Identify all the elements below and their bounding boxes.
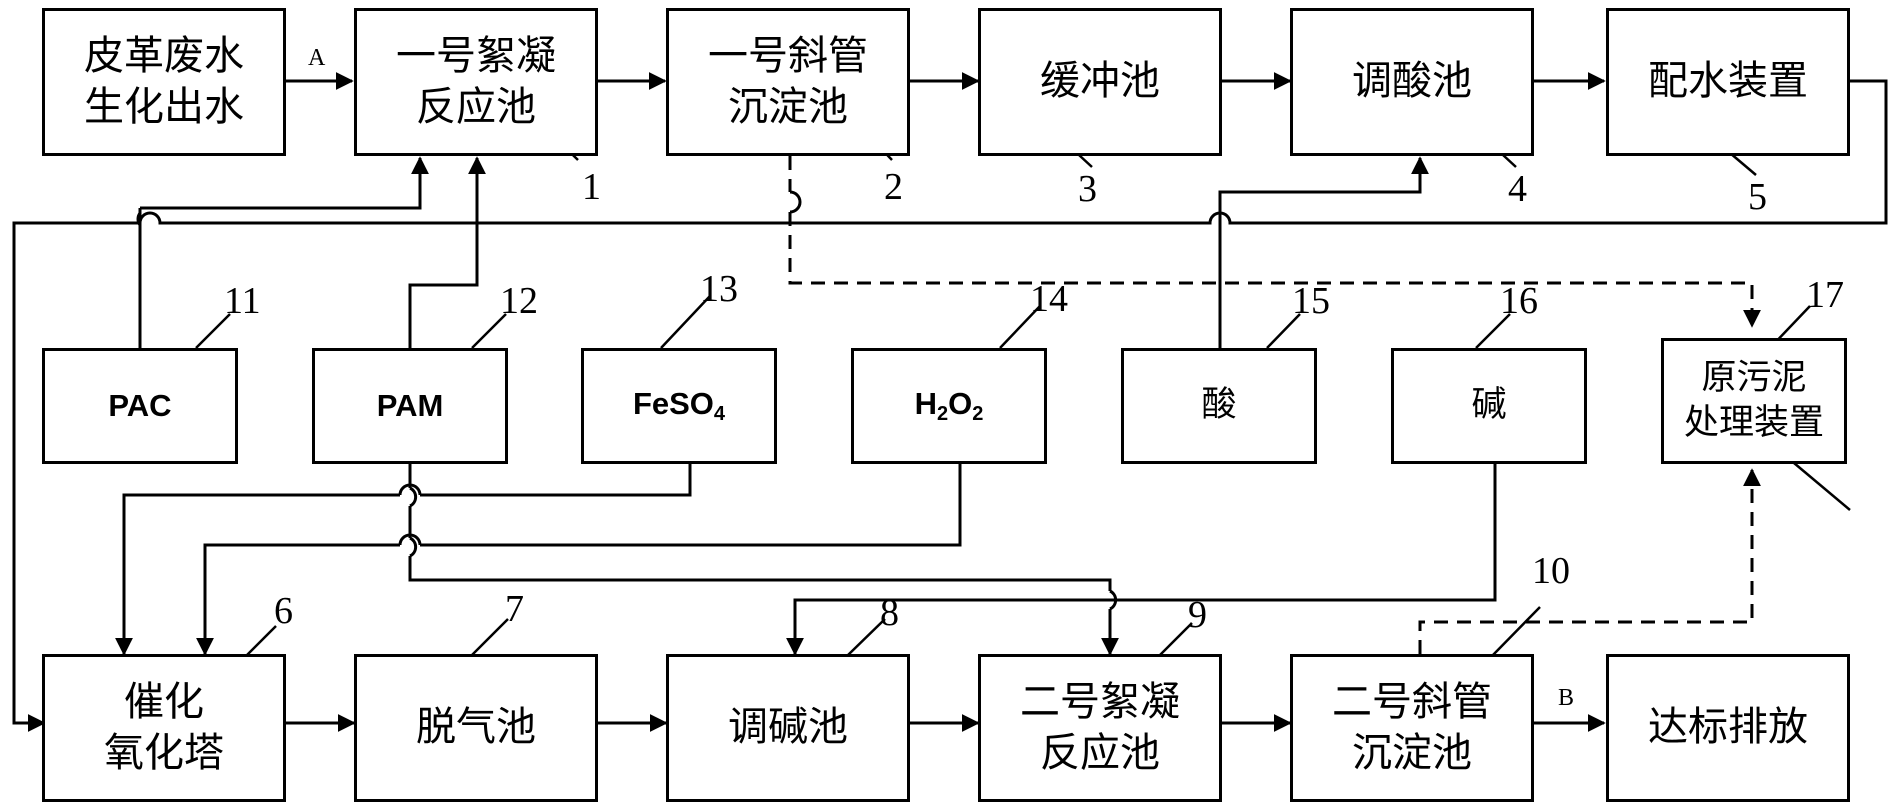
ref-number-2: 2 — [884, 166, 903, 208]
flow-label-b: B — [1558, 685, 1575, 711]
unit-3-label: 缓冲池 — [1040, 58, 1160, 105]
ref-number-8: 8 — [880, 592, 899, 634]
unit-6-label: 催化 氧化塔 — [104, 678, 224, 776]
ref-number-15: 15 — [1292, 280, 1330, 322]
ref-number-6: 6 — [274, 590, 293, 632]
unit-6-catalytic-oxidation-tower: 催化 氧化塔 — [42, 654, 286, 802]
unit-5-label: 配水装置 — [1648, 58, 1808, 105]
dosing-line-h2o2 — [420, 464, 962, 547]
ref-number-7: 7 — [505, 588, 524, 630]
chemical-12-pam: PAM — [312, 348, 508, 464]
dosing-line-feso4 — [420, 464, 692, 497]
unit-5-distribution-device: 配水装置 — [1606, 8, 1850, 156]
unit-8-label: 调碱池 — [728, 704, 848, 751]
unit-output-label: 达标排放 — [1648, 704, 1808, 751]
flow-label-a: A — [308, 45, 326, 71]
unit-9-flocculation-tank: 二号絮凝 反应池 — [978, 654, 1222, 802]
unit-8-alkali-tank: 调碱池 — [666, 654, 910, 802]
unit-input: 皮革废水 生化出水 — [42, 8, 286, 156]
chemical-15-acid: 酸 — [1121, 348, 1317, 464]
ref-number-9: 9 — [1188, 594, 1207, 636]
chemical-12-label: PAM — [376, 388, 444, 423]
unit-4-label: 调酸池 — [1352, 58, 1472, 105]
unit-2-sedimentation-tank: 一号斜管 沉淀池 — [666, 8, 910, 156]
ref-number-11: 11 — [224, 280, 261, 322]
ref-number-5: 5 — [1748, 176, 1767, 218]
chemical-11-label: PAC — [108, 388, 172, 423]
dosing-arrow-acid-u4 — [1218, 156, 1429, 348]
unit-1-label: 一号絮凝 反应池 — [396, 32, 556, 130]
ref-number-13: 13 — [700, 268, 738, 310]
dosing-arrow-pam-u1 — [408, 156, 486, 348]
ref-number-16: 16 — [1500, 280, 1538, 322]
ref-number-1: 1 — [582, 166, 601, 208]
unit-17-label: 原污泥 处理装置 — [1683, 357, 1824, 444]
chemical-16-label: 碱 — [1471, 385, 1507, 426]
ref-number-14: 14 — [1030, 278, 1068, 320]
unit-10-label: 二号斜管 沉淀池 — [1332, 678, 1492, 776]
unit-input-label: 皮革废水 生化出水 — [84, 32, 244, 130]
unit-9-label: 二号絮凝 反应池 — [1020, 678, 1180, 776]
chemical-13-feso4: FeSO4 — [581, 348, 777, 464]
unit-7-degassing-tank: 脱气池 — [354, 654, 598, 802]
unit-2-label: 一号斜管 沉淀池 — [708, 32, 868, 130]
chemical-15-label: 酸 — [1201, 385, 1237, 426]
ref-number-17: 17 — [1806, 274, 1844, 316]
unit-7-label: 脱气池 — [416, 704, 536, 751]
unit-17-sludge-treatment: 原污泥 处理装置 — [1661, 338, 1847, 464]
dosing-arrow-pac-u1 — [140, 156, 429, 210]
unit-1-flocculation-tank: 一号絮凝 反应池 — [354, 8, 598, 156]
unit-4-acid-tank: 调酸池 — [1290, 8, 1534, 156]
dosing-arrow-alkali-u8 — [786, 464, 1497, 656]
sludge-line-u10 — [1418, 468, 1761, 654]
chemical-16-alkali: 碱 — [1391, 348, 1587, 464]
chemical-14-label: H2O2 — [914, 386, 984, 425]
unit-3-buffer-tank: 缓冲池 — [978, 8, 1222, 156]
unit-10-sedimentation-tank: 二号斜管 沉淀池 — [1290, 654, 1534, 802]
chemical-11-pac: PAC — [42, 348, 238, 464]
ref-number-4: 4 — [1508, 168, 1527, 210]
chemical-14-h2o2: H2O2 — [851, 348, 1047, 464]
ref-number-3: 3 — [1078, 168, 1097, 210]
unit-output-discharge: 达标排放 — [1606, 654, 1850, 802]
chemical-13-label: FeSO4 — [632, 386, 726, 425]
ref-number-12: 12 — [500, 280, 538, 322]
ref-number-10: 10 — [1532, 550, 1570, 592]
